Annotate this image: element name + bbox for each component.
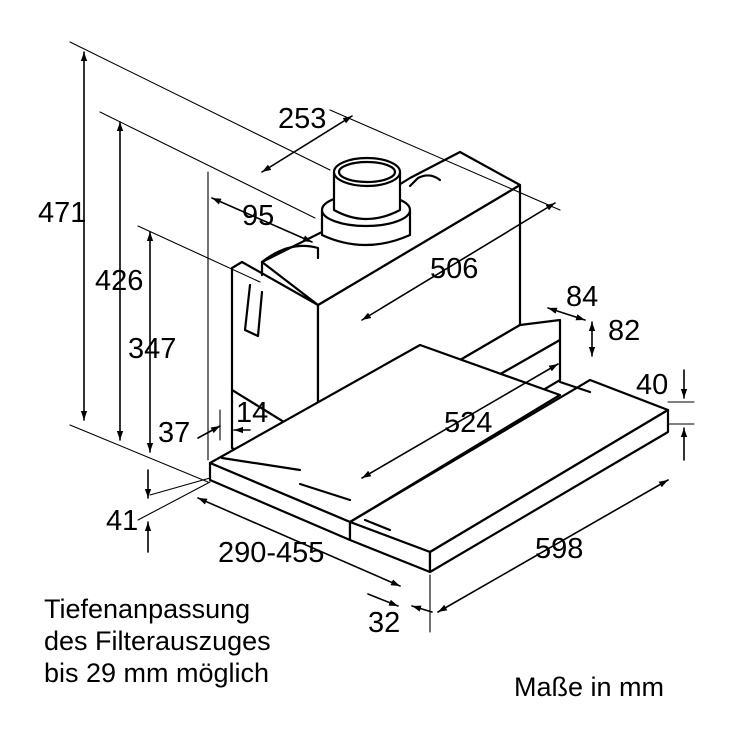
- dim-32: 32: [368, 607, 400, 639]
- dimension-lines: [69, 41, 695, 633]
- dim-84: 84: [566, 281, 598, 313]
- dim-41: 41: [106, 505, 138, 537]
- dim-14: 14: [236, 397, 268, 429]
- dim-95: 95: [242, 200, 274, 232]
- exhaust-spigot: [320, 156, 412, 247]
- dimension-labels: 471 426 347 253 95 506 84 82 40 524 37 1…: [38, 103, 668, 639]
- depth-note-line-1: Tiefenanpassung: [44, 594, 250, 624]
- dim-253: 253: [278, 103, 326, 135]
- dim-506: 506: [430, 253, 478, 285]
- dim-471: 471: [38, 197, 86, 229]
- top-clip-right: [408, 174, 442, 188]
- units-note: Maße in mm: [514, 672, 664, 702]
- dim-40: 40: [636, 369, 668, 401]
- dim-524: 524: [444, 407, 492, 439]
- top-clip-left: [260, 244, 320, 277]
- dim-598: 598: [535, 533, 583, 565]
- dim-82: 82: [608, 315, 640, 347]
- notes: Tiefenanpassung des Filterauszuges bis 2…: [44, 594, 664, 702]
- depth-note-line-3: bis 29 mm möglich: [44, 658, 269, 688]
- dim-37: 37: [158, 417, 190, 449]
- dim-347: 347: [128, 333, 176, 365]
- depth-note-line-2: des Filterauszuges: [44, 626, 271, 656]
- side-bracket: [243, 283, 264, 338]
- dim-290-455: 290-455: [218, 537, 324, 569]
- hood-illustration: [208, 150, 670, 574]
- dim-426: 426: [95, 265, 143, 297]
